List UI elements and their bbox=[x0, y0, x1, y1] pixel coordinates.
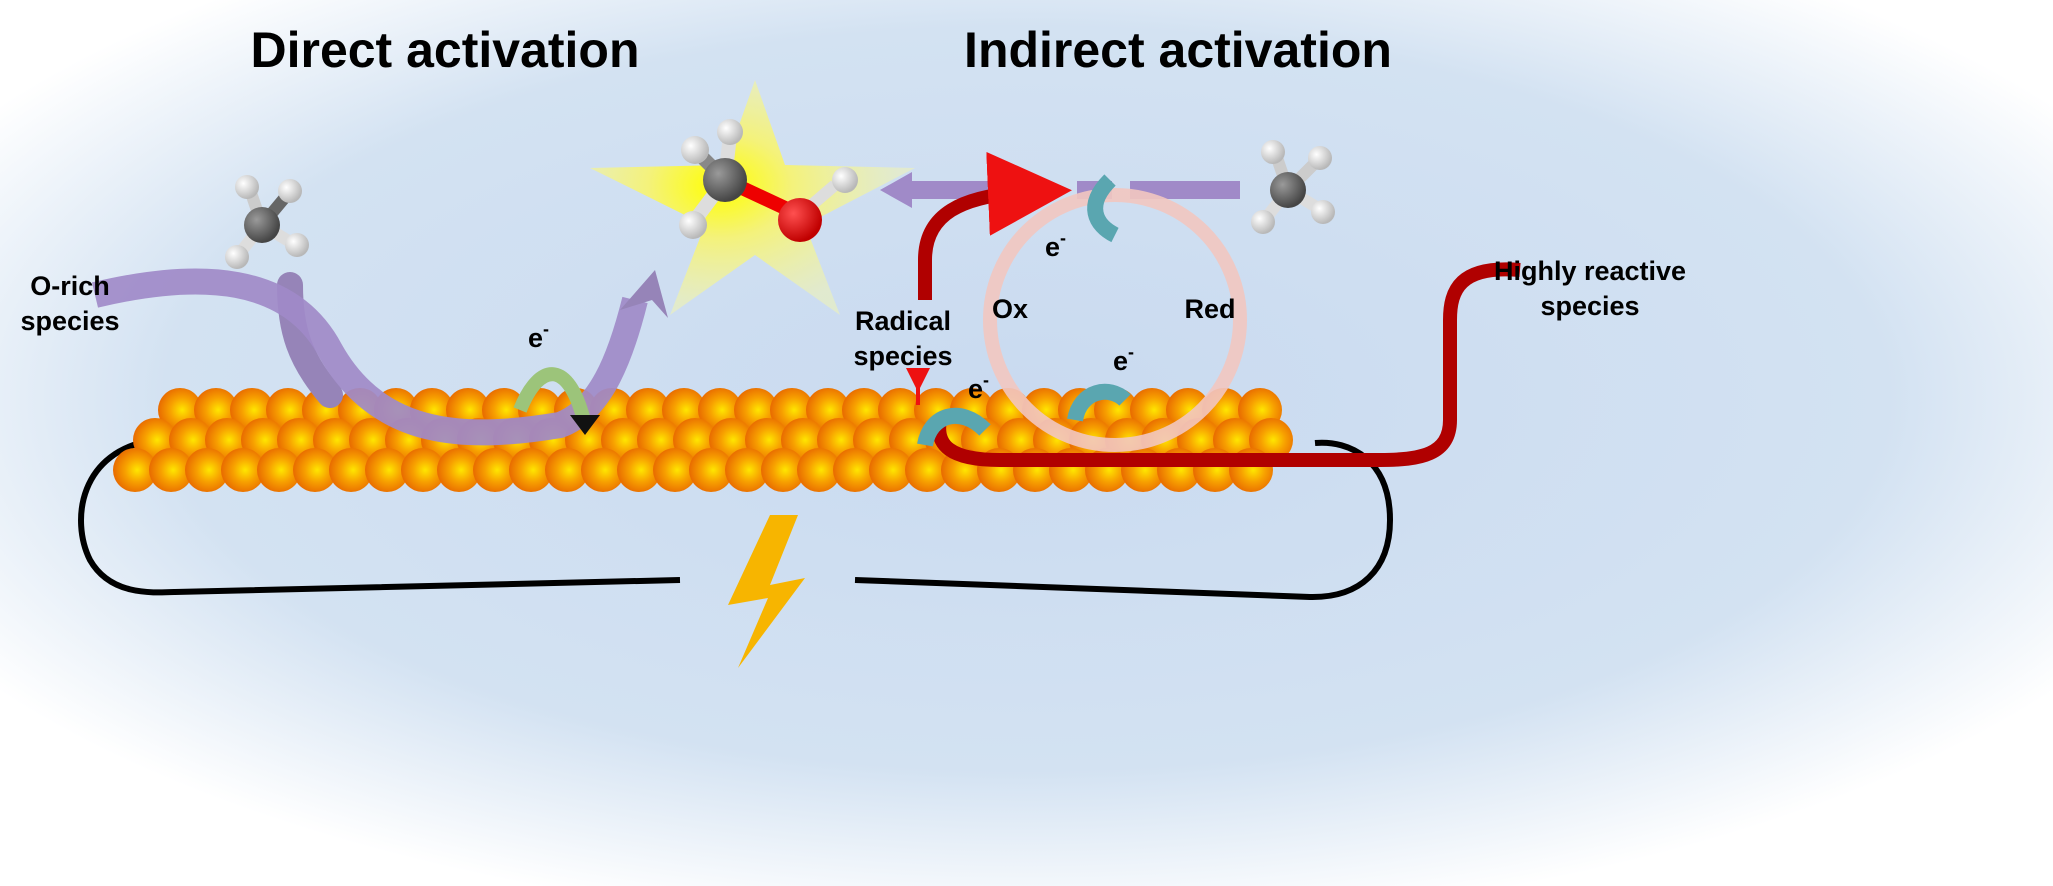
title-direct-activation: Direct activation bbox=[250, 22, 639, 78]
electrode-sphere bbox=[473, 448, 517, 492]
methane-molecule-right bbox=[1251, 140, 1335, 234]
electron-label-radical: e- bbox=[968, 370, 989, 404]
lightning-bolt-icon bbox=[728, 515, 805, 668]
direct-arrowhead bbox=[620, 270, 668, 318]
teal-electron-arrow-left bbox=[917, 407, 991, 447]
electrode-sphere bbox=[653, 448, 697, 492]
electrode-sphere bbox=[761, 448, 805, 492]
electron-label-cycle-bottom: e- bbox=[1113, 342, 1134, 376]
electrode-sphere bbox=[905, 448, 949, 492]
electrode-sphere bbox=[689, 448, 733, 492]
svg-text:e-: e- bbox=[1045, 228, 1066, 262]
electrode-sphere bbox=[437, 448, 481, 492]
electrode-sphere bbox=[797, 448, 841, 492]
electrode-sphere bbox=[329, 448, 373, 492]
green-arrow-head bbox=[570, 415, 600, 435]
electrode-sphere bbox=[509, 448, 553, 492]
label-radical-line1: Radical bbox=[855, 306, 951, 336]
teal-electron-arrow-bottom bbox=[1067, 383, 1131, 422]
circuit-wire-right bbox=[854, 439, 1394, 601]
electrode-sphere bbox=[581, 448, 625, 492]
label-o-rich-line1: O-rich bbox=[30, 271, 110, 301]
circuit-wire-left bbox=[78, 437, 681, 596]
green-electron-arrow bbox=[513, 367, 592, 427]
label-ox: Ox bbox=[992, 294, 1028, 324]
label-o-rich-line2: species bbox=[20, 306, 119, 336]
electrode-sphere bbox=[185, 448, 229, 492]
label-radical-line2: species bbox=[853, 341, 952, 371]
electrode-sphere bbox=[221, 448, 265, 492]
electrode-sphere bbox=[617, 448, 661, 492]
electrode-sphere bbox=[293, 448, 337, 492]
electrode-sphere bbox=[545, 448, 589, 492]
redox-cycle bbox=[983, 188, 1247, 452]
electrode-sphere bbox=[149, 448, 193, 492]
methanol-molecule bbox=[679, 119, 858, 242]
electrode-sphere bbox=[113, 448, 157, 492]
electrode-sphere bbox=[869, 448, 913, 492]
svg-text:e-: e- bbox=[1113, 342, 1134, 376]
electrode-sphere bbox=[257, 448, 301, 492]
reactive-species-arrow bbox=[932, 262, 1521, 467]
svg-text:e-: e- bbox=[968, 370, 989, 404]
label-highly-reactive-line2: species bbox=[1540, 291, 1639, 321]
label-red: Red bbox=[1184, 294, 1235, 324]
electron-label-cycle-top: e- bbox=[1045, 228, 1066, 262]
electrode-sphere bbox=[365, 448, 409, 492]
electrode-sphere bbox=[401, 448, 445, 492]
electron-label-direct: e- bbox=[528, 319, 549, 353]
label-highly-reactive-line1: Highly reactive bbox=[1494, 256, 1686, 286]
radical-to-product-arrow bbox=[918, 151, 1072, 300]
direct-activation-arrow bbox=[91, 268, 648, 446]
svg-text:e-: e- bbox=[528, 319, 549, 353]
teal-electron-arrow-top bbox=[1087, 174, 1120, 243]
title-indirect-activation: Indirect activation bbox=[964, 22, 1392, 78]
electrode-sphere bbox=[725, 448, 769, 492]
electrode-sphere bbox=[833, 448, 877, 492]
methane-molecule-left bbox=[225, 175, 309, 269]
